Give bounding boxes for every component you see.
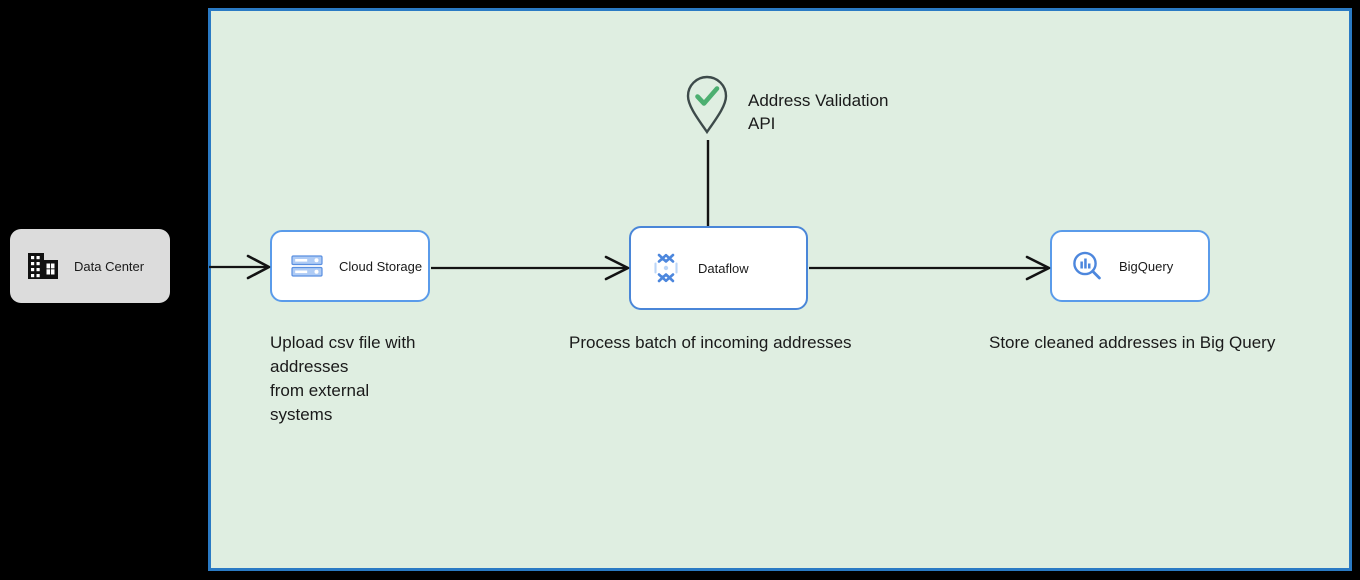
dataflow-node[interactable]: Dataflow [629, 226, 808, 310]
bigquery-label: BigQuery [1119, 258, 1174, 274]
dataflow-caption: Process batch of incoming addresses [569, 333, 852, 352]
map-pin-check-icon [684, 74, 730, 136]
dataflow-icon [649, 251, 683, 285]
data-center-label: Data Center [74, 258, 145, 274]
bigquery-icon [1070, 249, 1104, 283]
address-validation-api-label: Address Validation API [748, 91, 889, 133]
building-icon [26, 249, 60, 283]
cloud-storage-icon [290, 249, 324, 283]
bigquery-caption: Store cleaned addresses in Big Query [989, 333, 1276, 352]
cloud-storage-node[interactable]: Cloud Storage [270, 230, 430, 302]
address-validation-api-node[interactable]: Address Validation API [684, 74, 889, 136]
bigquery-node[interactable]: BigQuery [1050, 230, 1210, 302]
cloud-storage-caption: Upload csv file with addresses from exte… [270, 333, 416, 424]
dataflow-label: Dataflow [698, 260, 749, 276]
data-center-node[interactable]: Data Center [10, 229, 170, 303]
cloud-storage-label: Cloud Storage [339, 258, 423, 274]
